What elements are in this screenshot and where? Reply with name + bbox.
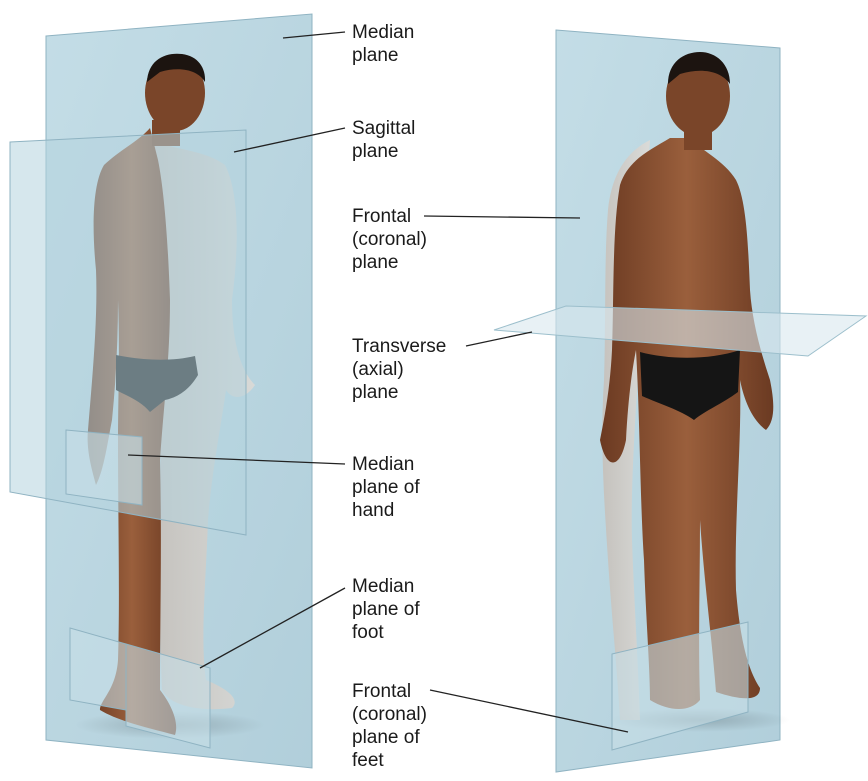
label-frontal-plane-line2: (coronal) — [352, 228, 427, 251]
label-sagittal-plane-line1: Sagittal — [352, 117, 415, 140]
label-median-plane-line2: plane — [352, 44, 414, 67]
leader-transverse-plane — [466, 332, 532, 346]
label-frontal-plane-line3: plane — [352, 251, 427, 274]
label-median-plane-of-foot: Median plane of foot — [352, 575, 420, 644]
label-transverse-plane: Transverse (axial) plane — [352, 335, 446, 404]
label-median-plane-of-foot-line3: foot — [352, 621, 420, 644]
label-transverse-plane-line3: plane — [352, 381, 446, 404]
left-figure-group — [10, 14, 312, 768]
label-sagittal-plane: Sagittal plane — [352, 117, 415, 163]
label-median-plane-line1: Median — [352, 21, 414, 44]
right-figure-group — [494, 30, 866, 772]
label-frontal-plane-of-feet-line3: plane of — [352, 726, 427, 749]
label-transverse-plane-line1: Transverse — [352, 335, 446, 358]
label-median-plane-of-hand-line2: plane of — [352, 476, 420, 499]
label-median-plane-of-hand-line1: Median — [352, 453, 420, 476]
label-median-plane-of-hand: Median plane of hand — [352, 453, 420, 522]
label-median-plane-of-hand-line3: hand — [352, 499, 420, 522]
label-frontal-plane: Frontal (coronal) plane — [352, 205, 427, 274]
median-plane-of-hand — [66, 430, 142, 505]
label-frontal-plane-of-feet-line1: Frontal — [352, 680, 427, 703]
label-frontal-plane-of-feet-line2: (coronal) — [352, 703, 427, 726]
label-frontal-plane-of-feet: Frontal (coronal) plane of feet — [352, 680, 427, 772]
label-transverse-plane-line2: (axial) — [352, 358, 446, 381]
label-median-plane-of-foot-line2: plane of — [352, 598, 420, 621]
label-frontal-plane-of-feet-line4: feet — [352, 749, 427, 772]
label-sagittal-plane-line2: plane — [352, 140, 415, 163]
label-median-plane-of-foot-line1: Median — [352, 575, 420, 598]
label-median-plane: Median plane — [352, 21, 414, 67]
right-figure-neck — [684, 128, 712, 150]
label-frontal-plane-line1: Frontal — [352, 205, 427, 228]
